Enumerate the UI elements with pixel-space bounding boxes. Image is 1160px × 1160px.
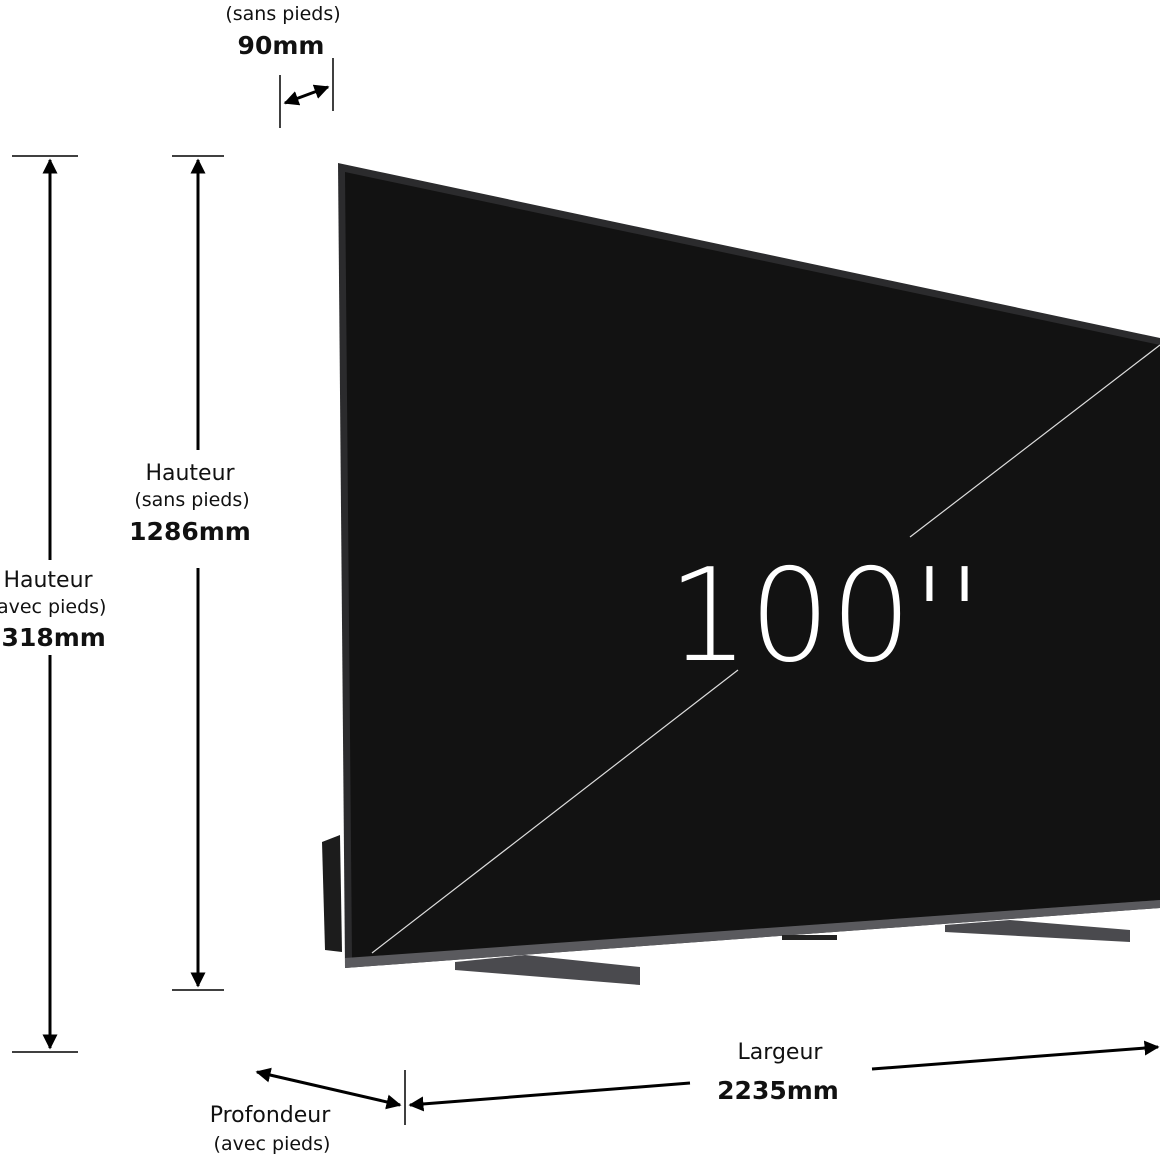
tv-side-panel — [322, 835, 342, 952]
tv-stand-right — [945, 920, 1130, 942]
tv-bottom-bezel — [345, 900, 1160, 968]
depth-top-arrow — [283, 84, 330, 106]
depth-top-value: 90mm — [238, 31, 325, 60]
tv-stand-left — [455, 955, 640, 985]
height-with-stand-label: Hauteur — [3, 568, 93, 593]
depth-bottom-arrow — [255, 1067, 402, 1110]
height-without-stand-sublabel: (sans pieds) — [134, 489, 249, 511]
depth-top-dimension: (sans pieds) 90mm — [225, 3, 341, 128]
diagonal-line — [371, 669, 739, 954]
height-with-stand-value: 1318mm — [0, 623, 106, 652]
height-with-stand-sublabel: (avec pieds) — [0, 596, 106, 618]
screen-size-label: 100'' — [668, 542, 983, 691]
height-without-stand-dimension: Hauteur (sans pieds) 1286mm — [129, 155, 251, 991]
height-with-stand-dimension: Hauteur (avec pieds) 1318mm — [0, 155, 106, 1053]
depth-bottom-label: Profondeur — [210, 1103, 331, 1128]
depth-top-sublabel: (sans pieds) — [225, 3, 340, 25]
width-label: Largeur — [738, 1040, 824, 1065]
tv-center-foot — [782, 935, 837, 940]
depth-bottom-sublabel: (avec pieds) — [214, 1133, 331, 1155]
diagonal-line — [909, 344, 1160, 538]
width-dimension: Largeur 2235mm — [408, 1040, 1160, 1112]
depth-bottom-dimension: Profondeur (avec pieds) — [210, 1067, 406, 1155]
height-without-stand-label: Hauteur — [145, 461, 235, 486]
width-arrow — [408, 1081, 691, 1112]
height-without-stand-value: 1286mm — [129, 517, 251, 546]
tv-illustration: 100'' — [322, 163, 1160, 985]
width-value: 2235mm — [717, 1076, 839, 1105]
tv-screen — [345, 172, 1160, 958]
